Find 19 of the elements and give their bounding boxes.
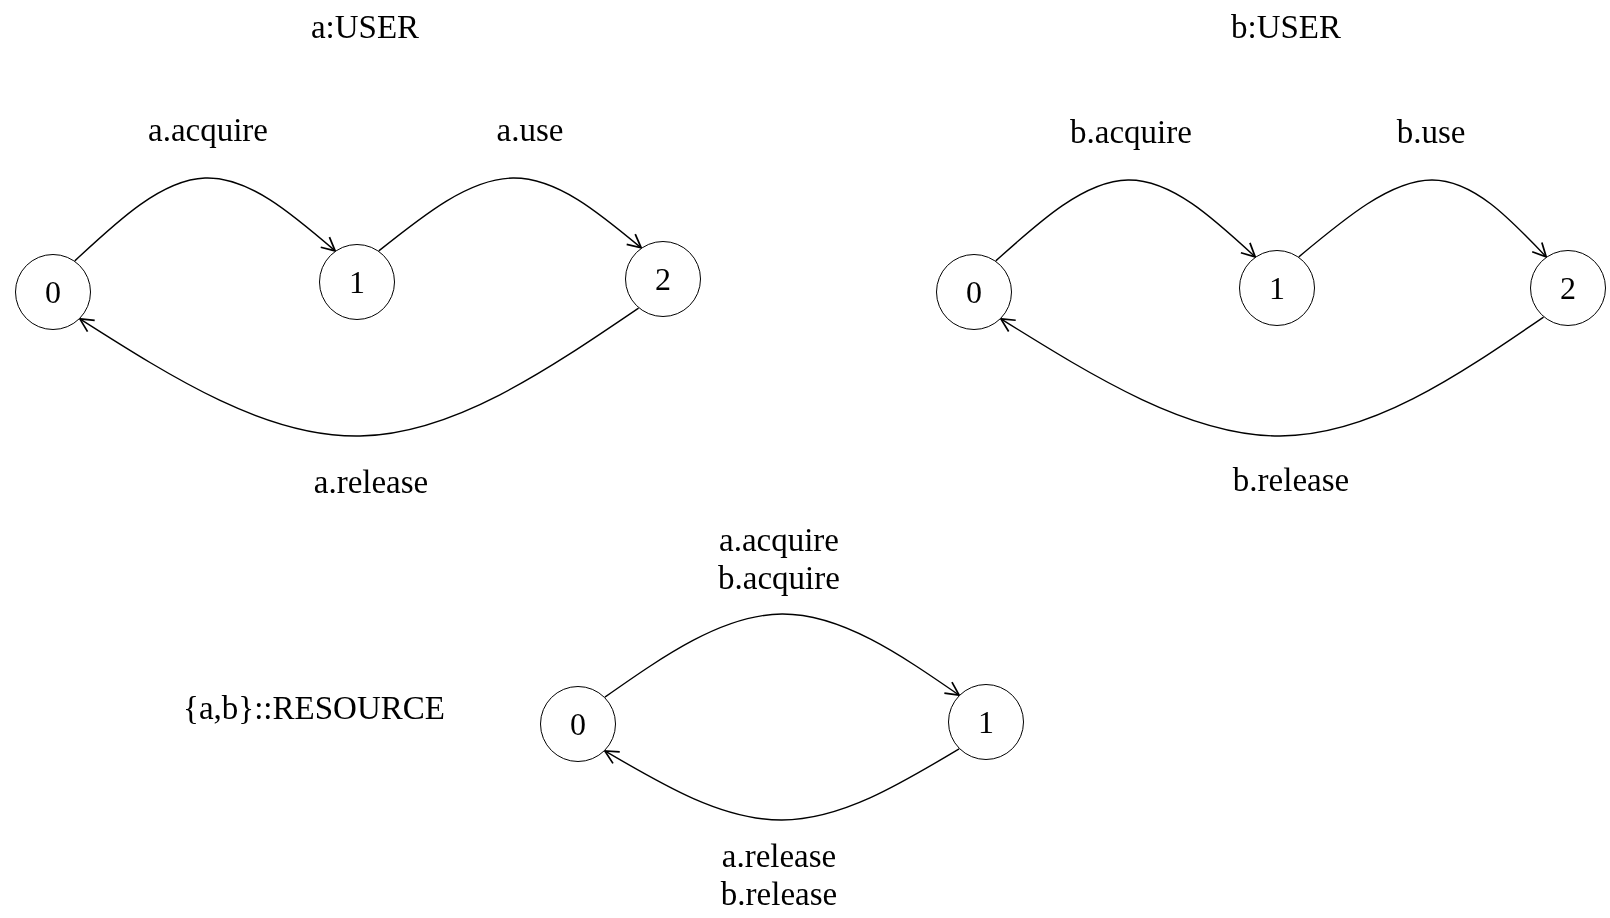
transition-arrow <box>79 307 640 437</box>
transition-arrow <box>1000 316 1545 437</box>
state-circle: 2 <box>625 241 701 317</box>
state-circle: 1 <box>1239 250 1315 326</box>
transition-arrow <box>995 179 1257 262</box>
state-circle: 2 <box>1530 250 1606 326</box>
transition-arrow <box>1298 179 1548 258</box>
transition-arrow <box>604 613 960 698</box>
state-circle: 0 <box>936 254 1012 330</box>
transition-arrow <box>604 748 960 821</box>
process-name: b:USER <box>1231 9 1341 47</box>
process-name: {a,b}::RESOURCE <box>183 690 445 728</box>
state-circle: 0 <box>540 686 616 762</box>
state-circle: 1 <box>948 684 1024 760</box>
transition-arrow <box>74 177 337 262</box>
transition-arrow <box>378 177 643 252</box>
state-circle: 0 <box>15 254 91 330</box>
state-circle: 1 <box>319 244 395 320</box>
process-name: a:USER <box>310 9 420 47</box>
